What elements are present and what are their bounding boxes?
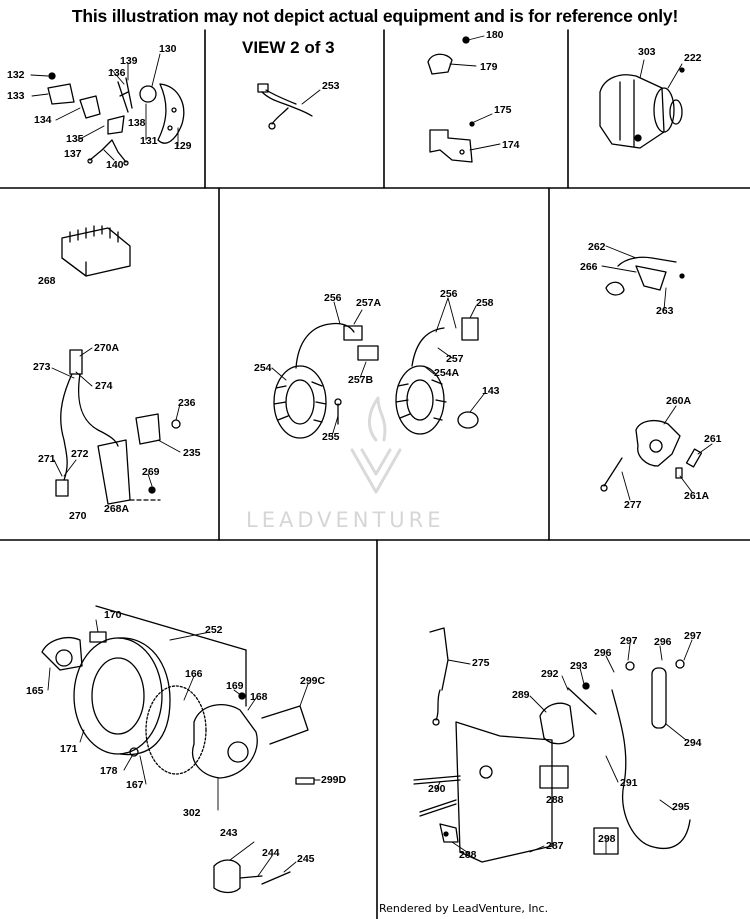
callout-label: 270 [69, 510, 87, 522]
callout-label: 243 [220, 827, 238, 839]
callout-label: 272 [71, 448, 89, 460]
callout-label: 253 [322, 80, 340, 92]
watermark-text: LEADVENTURE [246, 508, 445, 532]
callout-label: 258 [476, 297, 494, 309]
callout-label: 137 [64, 148, 82, 160]
callout-label: 131 [140, 135, 158, 147]
callout-label: 270A [94, 342, 120, 354]
callout-label: 273 [33, 361, 51, 373]
callout-label: 254 [254, 362, 272, 374]
callout-label: 165 [26, 685, 44, 697]
callout-label: 132 [7, 69, 25, 81]
footer-credit: Rendered by LeadVenture, Inc. [379, 902, 549, 915]
disclaimer-header: This illustration may not depict actual … [71, 6, 679, 26]
panel-solenoid [413, 627, 691, 863]
callout-label: 170 [104, 609, 122, 621]
callout-label: 296 [594, 647, 612, 659]
callout-label: 271 [38, 453, 56, 465]
callout-label: 244 [262, 847, 280, 859]
callout-label: 297 [620, 635, 638, 647]
callout-label: 303 [638, 46, 656, 58]
callout-label: 257B [348, 374, 374, 386]
panel-throttle-points [600, 256, 703, 492]
callout-label: 129 [174, 140, 192, 152]
panel-rectifier [55, 225, 181, 505]
callout-label: 133 [7, 90, 25, 102]
panel-starter-motor [599, 67, 685, 149]
callout-label: 135 [66, 133, 84, 145]
panel-stators [273, 317, 479, 439]
callout-label: 180 [486, 29, 504, 41]
leader-lines [30, 35, 713, 877]
callout-label: 256 [324, 292, 342, 304]
callout-label: 288 [546, 794, 564, 806]
callout-label: 134 [34, 114, 52, 126]
callout-label: 254A [434, 367, 460, 379]
callout-label: 257A [356, 297, 382, 309]
callout-label: 289 [512, 689, 530, 701]
callout-label: 166 [185, 668, 203, 680]
callout-label: 295 [672, 801, 690, 813]
callout-label: 143 [482, 385, 500, 397]
callout-label: 299C [300, 675, 326, 687]
panel-cover-bracket [427, 36, 475, 163]
callout-label: 222 [684, 52, 702, 64]
callout-label: 274 [95, 380, 113, 392]
callout-label: 169 [226, 680, 244, 692]
callout-label: 302 [183, 807, 201, 819]
callout-label: 167 [126, 779, 144, 791]
callout-label: 179 [480, 61, 498, 73]
callout-label: 290 [428, 783, 446, 795]
callout-label: 174 [502, 139, 520, 151]
callout-label: 178 [100, 765, 118, 777]
callout-label: 288 [459, 849, 477, 861]
callout-label: 252 [205, 624, 223, 636]
callout-label: 293 [570, 660, 588, 672]
callout-label: 236 [178, 397, 196, 409]
watermark-flame-icon [350, 396, 402, 494]
callout-label: 138 [128, 117, 146, 129]
callout-label: 298 [598, 833, 616, 845]
callout-label: 269 [142, 466, 160, 478]
callout-label: 268 [38, 275, 56, 287]
callout-label: 275 [472, 657, 490, 669]
callout-label: 245 [297, 853, 315, 865]
callout-label: 261 [704, 433, 722, 445]
callout-label: 139 [120, 55, 138, 67]
callout-label: 277 [624, 499, 642, 511]
callout-label: 266 [580, 261, 598, 273]
callout-label: 299D [321, 774, 347, 786]
callout-label: 296 [654, 636, 672, 648]
callout-label: 255 [322, 431, 340, 443]
callout-label: 292 [541, 668, 559, 680]
callout-label: 168 [250, 691, 268, 703]
callout-label: 294 [684, 737, 702, 749]
panel-ignition-parts [47, 72, 185, 166]
view-indicator: VIEW 2 of 3 [242, 38, 335, 57]
callout-label: 171 [60, 743, 78, 755]
callout-label: 261A [684, 490, 710, 502]
callout-label: 297 [684, 630, 702, 642]
callout-label: 140 [106, 159, 124, 171]
callout-label: 175 [494, 104, 512, 116]
callout-label: 257 [446, 353, 464, 365]
panel-borders [0, 29, 750, 919]
callout-label: 268A [104, 503, 130, 515]
callout-label: 256 [440, 288, 458, 300]
callout-label: 130 [159, 43, 177, 55]
callout-label: 260A [666, 395, 692, 407]
callout-label: 262 [588, 241, 606, 253]
callout-label: 136 [108, 67, 126, 79]
panel-harness-253 [257, 83, 313, 130]
callout-label: 287 [546, 840, 564, 852]
callout-label: 235 [183, 447, 201, 459]
callout-label: 291 [620, 777, 638, 789]
callout-label: 263 [656, 305, 674, 317]
